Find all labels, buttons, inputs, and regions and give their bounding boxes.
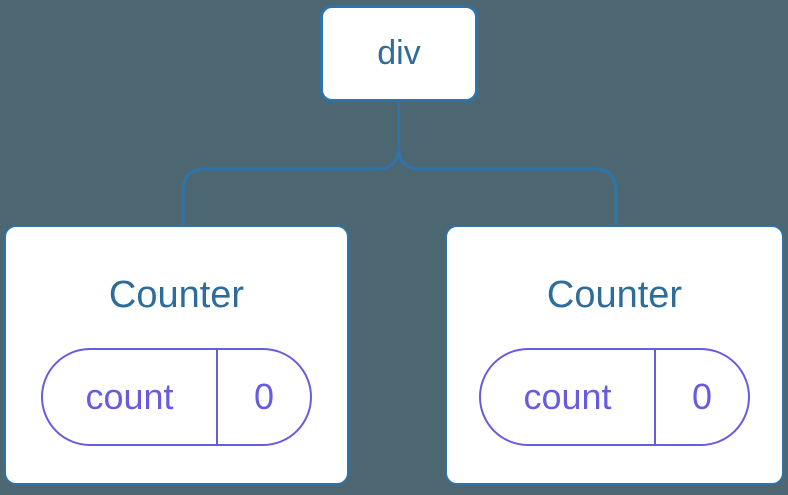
state-value: 0 (253, 376, 275, 417)
connector-right-branch (397, 100, 618, 226)
counter-card-right: Counter count 0 (445, 225, 784, 485)
root-node-label: div (377, 34, 421, 72)
state-key: count (43, 350, 218, 444)
component-name: Counter (108, 274, 245, 316)
state-value: 0 (691, 376, 713, 417)
root-node-div: div (320, 5, 478, 102)
state-pill: count 0 (479, 348, 750, 446)
component-name: Counter (546, 274, 683, 316)
state-key: count (481, 350, 656, 444)
state-pill: count 0 (41, 348, 312, 446)
connector-left-branch (181, 100, 400, 226)
counter-card-left: Counter count 0 (4, 225, 349, 485)
